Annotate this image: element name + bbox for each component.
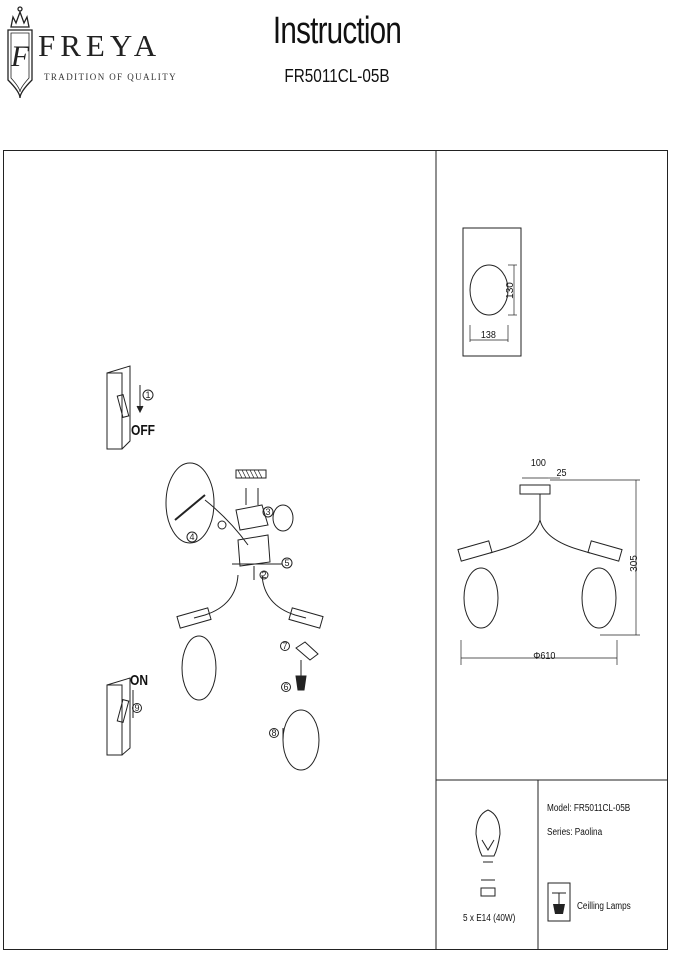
step-num-4: 4 (189, 532, 194, 542)
dim-base-width: 100 (530, 458, 546, 469)
step-num-1: 1 (145, 390, 150, 400)
info-series: Series: Paolina (547, 827, 603, 838)
brand-tagline: TRADITION OF QUALITY (44, 72, 177, 82)
logo-letter: F (10, 40, 30, 73)
on-label: ON (130, 672, 148, 689)
step-num-6: 6 (283, 682, 288, 692)
dim-base-depth: 25 (556, 468, 567, 479)
off-label: OFF (131, 422, 155, 439)
dim-diameter: Φ610 (533, 651, 556, 662)
step-num-9: 9 (134, 703, 139, 713)
step-num-2: 2 (261, 570, 266, 580)
dim-shade-width: 138 (480, 330, 496, 341)
info-category: Ceilling Lamps (577, 901, 631, 912)
dim-height: 305 (628, 555, 640, 572)
brand-name: FREYA (38, 28, 162, 63)
page-title: Instruction (272, 10, 402, 52)
step-num-7: 7 (282, 641, 287, 651)
step-num-5: 5 (284, 558, 289, 568)
instruction-frame (3, 150, 668, 950)
step-num-8: 8 (271, 728, 276, 738)
model-code: FR5011CL-05B (284, 66, 390, 86)
dim-shade-height: 130 (504, 282, 516, 299)
info-model: Model: FR5011CL-05B (547, 803, 631, 814)
info-bulb: 5 x E14 (40W) (463, 913, 516, 924)
step-num-3: 3 (265, 507, 270, 517)
